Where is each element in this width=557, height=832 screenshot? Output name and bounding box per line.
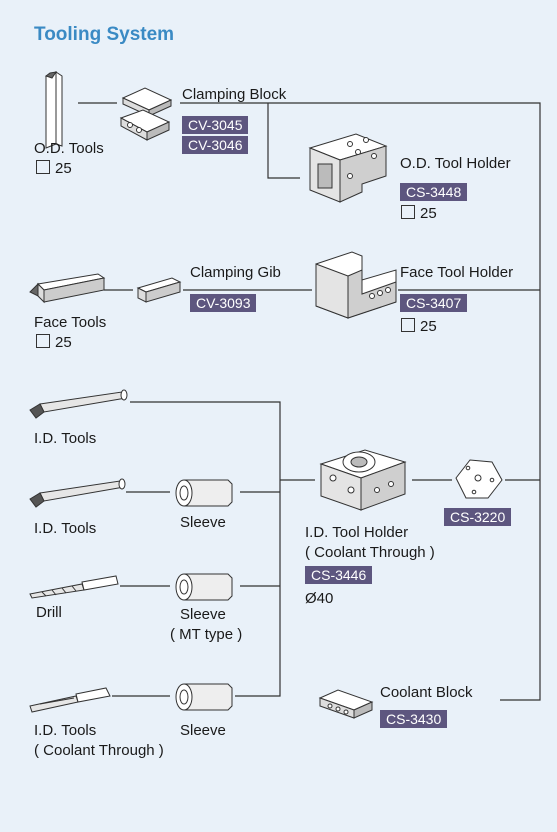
od-tools-qty-value: 25 [55, 160, 72, 177]
face-tools-qty: 25 [36, 334, 72, 351]
coolant-block-illustration [318, 689, 374, 719]
id-tools-coolant-label: I.D. Tools [34, 722, 97, 739]
id-tools-coolant-sub: ( Coolant Through ) [34, 742, 164, 759]
clamping-gib-code: CV-3093 [190, 294, 257, 312]
sleeve-illustration [175, 683, 233, 711]
face-tools-label: Face Tools [34, 314, 107, 331]
face-tool-holder-qty-value: 25 [420, 318, 437, 335]
od-tools-label: O.D. Tools [34, 140, 104, 157]
cs3220-code: CS-3220 [444, 508, 512, 526]
drill-illustration [29, 575, 119, 599]
face-tool-holder-illustration [315, 251, 397, 319]
face-tool-holder-label: Face Tool Holder [400, 264, 514, 281]
id-tool-holder-diameter: Ø40 [305, 590, 334, 607]
od-tools-qty: 25 [36, 160, 72, 177]
sleeve-mt-illustration [175, 573, 233, 601]
clamping-block-illustration [119, 87, 173, 141]
id-tools-2-label: I.D. Tools [34, 520, 97, 537]
square-icon [36, 334, 50, 348]
id-tool-holder-sub: ( Coolant Through ) [305, 544, 435, 561]
od-tool-holder-code: CS-3448 [400, 183, 468, 201]
face-tool-illustration [29, 273, 106, 304]
clamping-gib-label: Clamping Gib [190, 264, 281, 281]
id-tool-holder-code: CS-3446 [305, 566, 373, 584]
square-icon [401, 318, 415, 332]
square-icon [401, 205, 415, 219]
od-tool-holder-qty: 25 [401, 205, 437, 222]
sleeve-3-label: Sleeve [180, 722, 226, 739]
face-tools-qty-value: 25 [55, 334, 72, 351]
clamping-gib-illustration [136, 277, 182, 303]
od-tool-holder-qty-value: 25 [420, 205, 437, 222]
od-tool-illustration [44, 71, 63, 149]
id-tool-illustration [29, 389, 128, 419]
id-tool-illustration [29, 478, 126, 508]
clamping-block-label: Clamping Block [182, 86, 287, 103]
face-tool-holder-code: CS-3407 [400, 294, 468, 312]
cs3220-plate-illustration [455, 459, 503, 499]
od-tool-holder-label: O.D. Tool Holder [400, 155, 511, 172]
od-tool-holder-illustration [308, 133, 388, 203]
id-tools-1-label: I.D. Tools [34, 430, 97, 447]
face-tool-holder-qty: 25 [401, 318, 437, 335]
sleeve-mt-sub: ( MT type ) [170, 626, 243, 643]
page-title: Tooling System [34, 24, 175, 45]
drill-label: Drill [36, 604, 62, 621]
coolant-block-code: CS-3430 [380, 710, 448, 728]
coolant-block-label: Coolant Block [380, 684, 473, 701]
clamping-block-code-1: CV-3045 [182, 116, 249, 134]
id-tool-coolant-illustration [29, 687, 111, 713]
square-icon [36, 160, 50, 174]
sleeve-mt-label: Sleeve [180, 606, 226, 623]
id-tool-holder-illustration [319, 449, 407, 511]
id-tool-holder-label: I.D. Tool Holder [305, 524, 409, 541]
sleeve-1-label: Sleeve [180, 514, 226, 531]
sleeve-illustration [175, 479, 233, 507]
clamping-block-code-2: CV-3046 [182, 136, 249, 154]
